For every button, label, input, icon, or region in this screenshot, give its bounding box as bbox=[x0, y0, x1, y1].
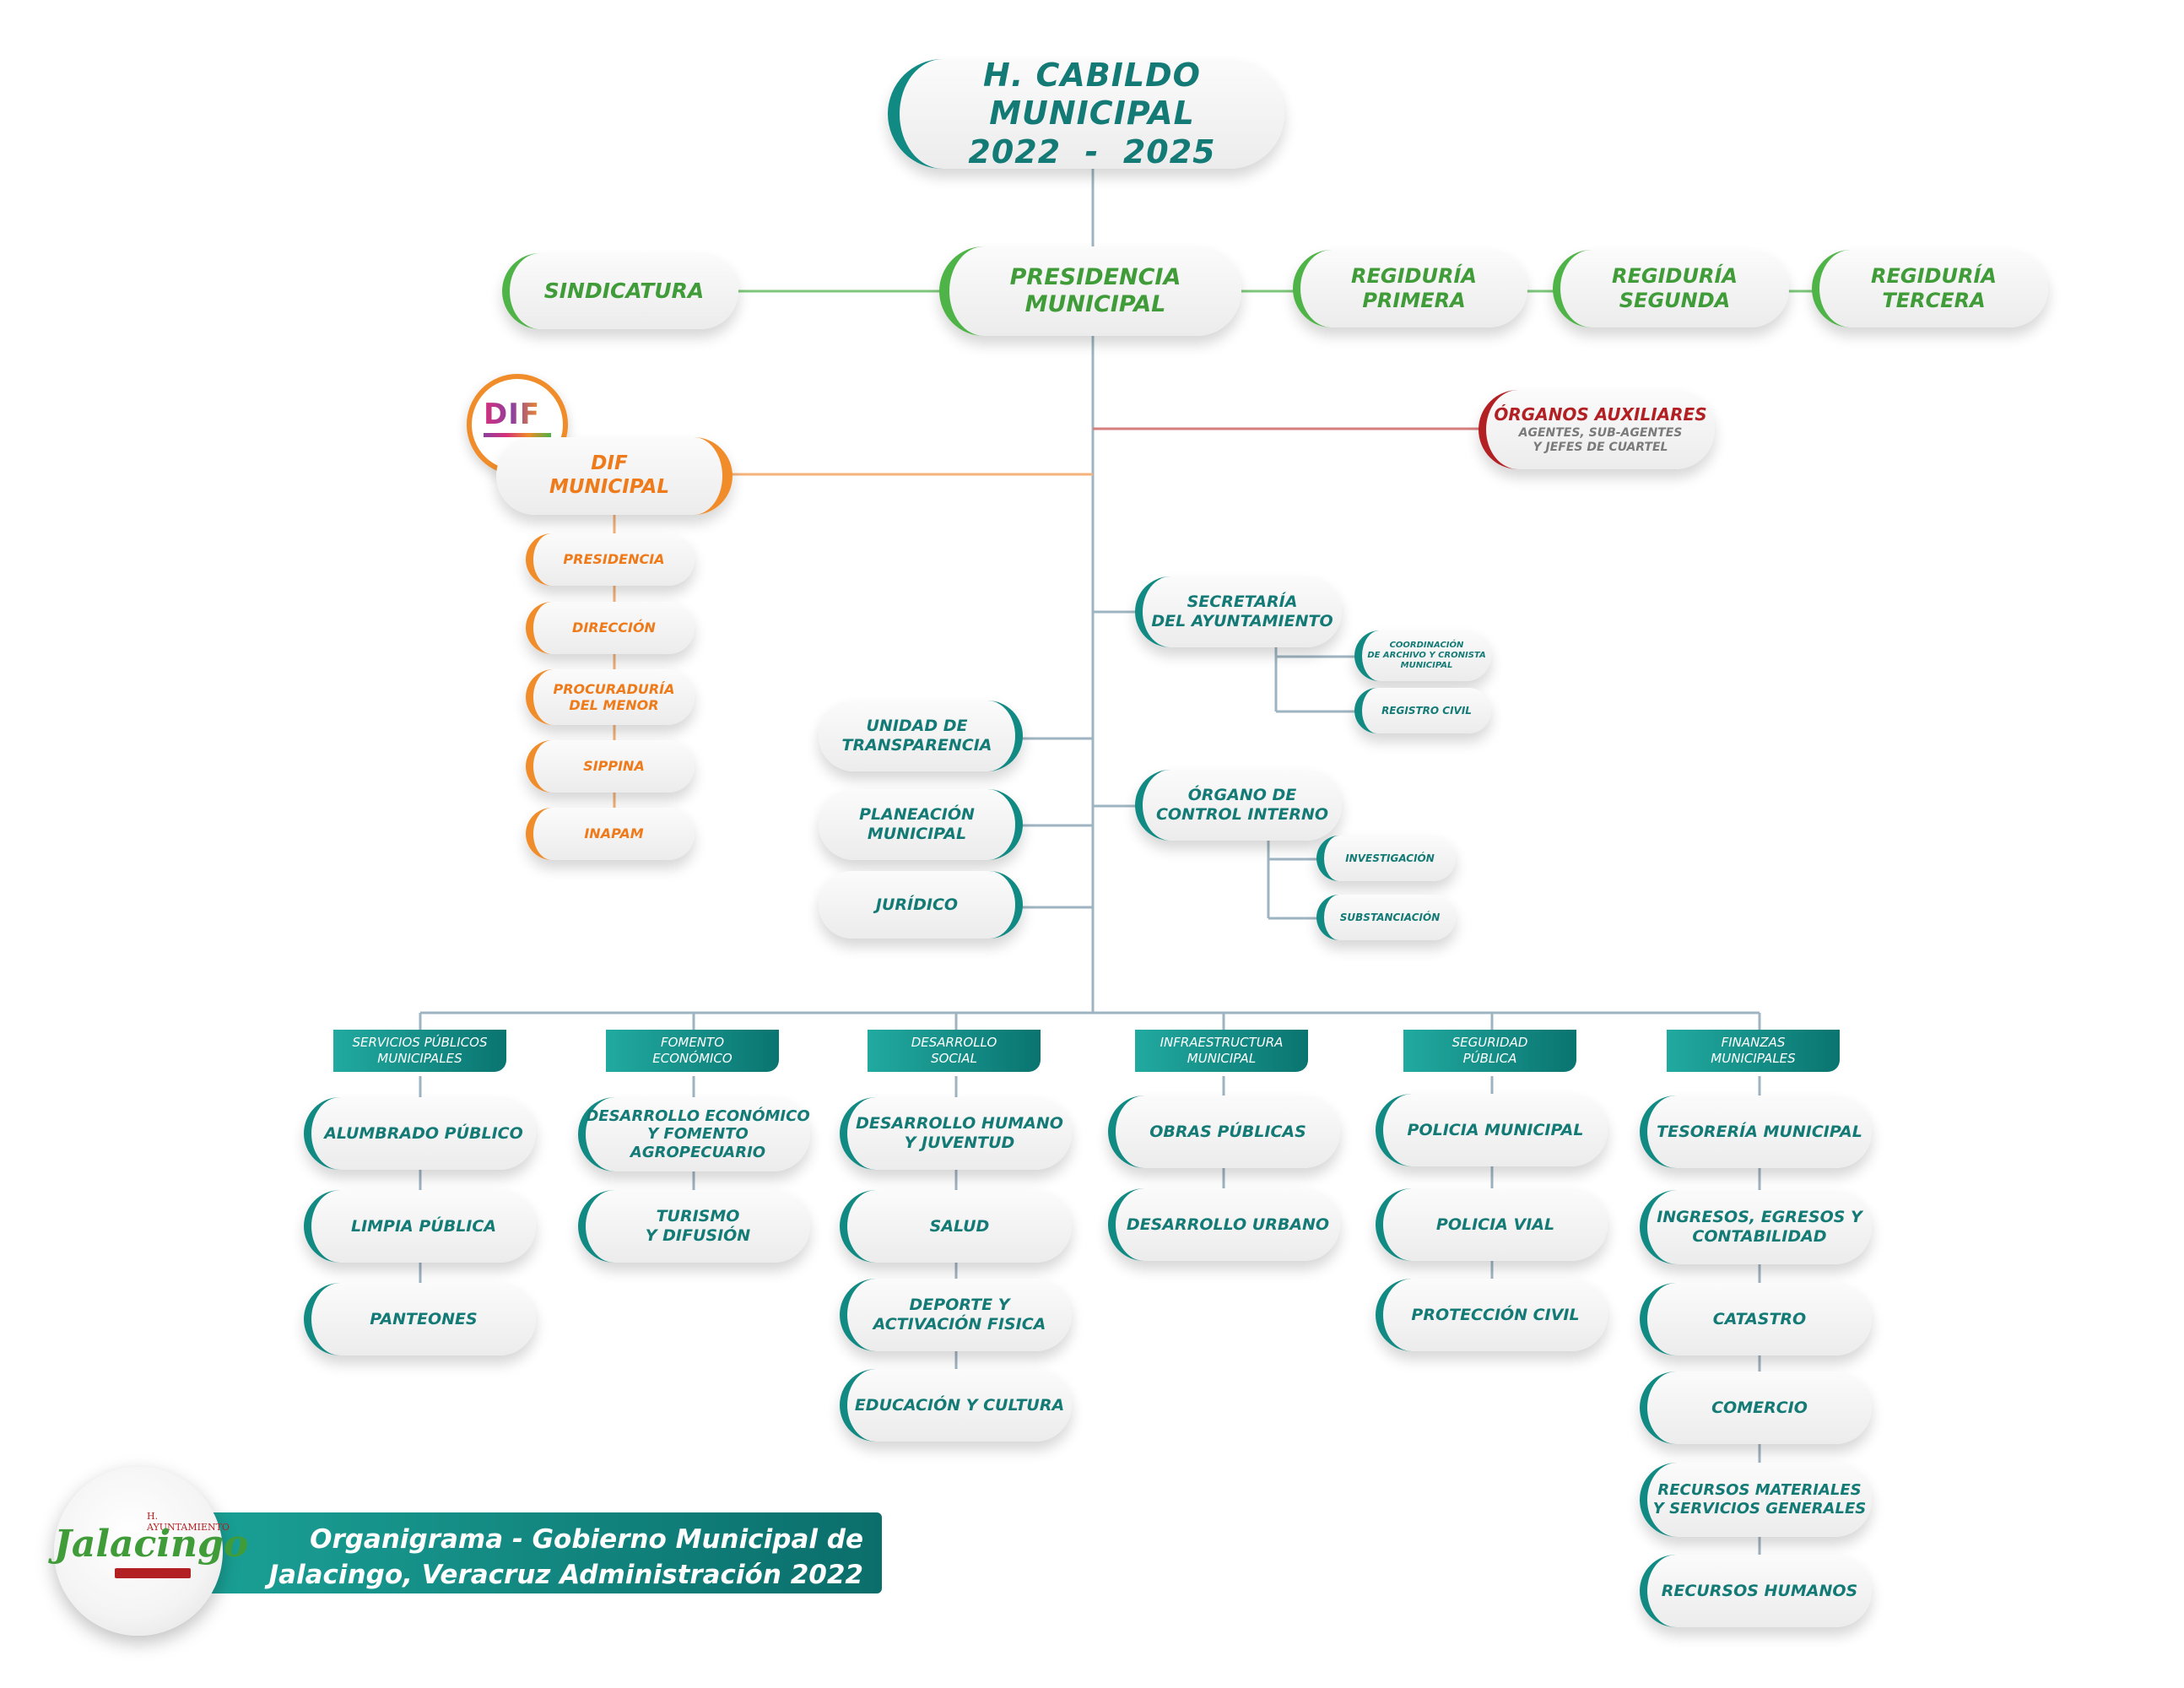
desarrollo-humano-box: DESARROLLO HUMANO Y JUVENTUD bbox=[840, 1097, 1072, 1170]
cabildo-period: 2022 - 2025 bbox=[968, 133, 1216, 170]
salud-box: SALUD bbox=[840, 1190, 1072, 1263]
desarrollo-urbano-box: DESARROLLO URBANO bbox=[1108, 1188, 1340, 1261]
catastro-box: CATASTRO bbox=[1640, 1283, 1872, 1355]
investigacion-box: INVESTIGACIÓN bbox=[1316, 836, 1456, 881]
deporte-activacion-box: DEPORTE Y ACTIVACIÓN FISICA bbox=[840, 1279, 1072, 1351]
jalacingo-logo: H. AYUNTAMIENTO Jalacingo bbox=[54, 1467, 249, 1636]
recursos-materiales-box: RECURSOS MATERIALES Y SERVICIOS GENERALE… bbox=[1640, 1463, 1872, 1537]
dif-item-inapam: INAPAM bbox=[526, 808, 695, 860]
substanciacion-box: SUBSTANCIACIÓN bbox=[1316, 895, 1456, 940]
header-fomento-economico: FOMENTO ECONÓMICO bbox=[606, 1030, 779, 1072]
recursos-humanos-box: RECURSOS HUMANOS bbox=[1640, 1555, 1872, 1627]
limpia-publica-box: LIMPIA PÚBLICA bbox=[304, 1190, 536, 1263]
header-finanzas: FINANZAS MUNICIPALES bbox=[1667, 1030, 1840, 1072]
secretaria-box: SECRETARÍA DEL AYUNTAMIENTO bbox=[1135, 576, 1342, 647]
tesoreria-box: TESORERÍA MUNICIPAL bbox=[1640, 1096, 1872, 1168]
educacion-cultura-box: EDUCACIÓN Y CULTURA bbox=[840, 1369, 1072, 1442]
organos-auxiliares-title: ÓRGANOS AUXILIARES bbox=[1494, 404, 1707, 425]
control-interno-box: ÓRGANO DE CONTROL INTERNO bbox=[1135, 770, 1342, 841]
registro-civil-box: REGISTRO CIVIL bbox=[1354, 688, 1491, 733]
footer-caption: Organigrama - Gobierno Municipal de Jala… bbox=[207, 1512, 882, 1626]
dif-item-procuraduria: PROCURADURÍA DEL MENOR bbox=[526, 669, 695, 725]
obras-publicas-box: OBRAS PÚBLICAS bbox=[1108, 1096, 1340, 1168]
organos-auxiliares-box: ÓRGANOS AUXILIARES AGENTES, SUB-AGENTES … bbox=[1479, 390, 1715, 469]
desarrollo-economico-box: DESARROLLO ECONÓMICO Y FOMENTO AGROPECUA… bbox=[578, 1097, 810, 1171]
header-seguridad-publica: SEGURIDAD PÚBLICA bbox=[1403, 1030, 1576, 1072]
unidad-transparencia-box: UNIDAD DE TRANSPARENCIA bbox=[819, 701, 1023, 771]
presidencia-box: PRESIDENCIA MUNICIPAL bbox=[939, 246, 1241, 336]
dif-item-presidencia: PRESIDENCIA bbox=[526, 533, 695, 586]
dif-logo-text: DIF bbox=[484, 398, 541, 431]
dif-item-sippina: SIPPINA bbox=[526, 740, 695, 793]
logo-ribbon bbox=[115, 1568, 191, 1578]
alumbrado-publico-box: ALUMBRADO PÚBLICO bbox=[304, 1097, 536, 1170]
regiduria-primera-box: REGIDURÍA PRIMERA bbox=[1293, 250, 1527, 327]
header-desarrollo-social: DESARROLLO SOCIAL bbox=[868, 1030, 1041, 1072]
dif-logo-bar bbox=[484, 433, 551, 437]
panteones-box: PANTEONES bbox=[304, 1283, 536, 1355]
cabildo-title: H. CABILDO MUNICIPAL bbox=[983, 56, 1201, 133]
regiduria-tercera-box: REGIDURÍA TERCERA bbox=[1812, 250, 2048, 327]
logo-jalacingo-text: Jalacingo bbox=[54, 1523, 249, 1566]
planeacion-municipal-box: PLANEACIÓN MUNICIPAL bbox=[819, 789, 1023, 860]
header-infraestructura: INFRAESTRUCTURA MUNICIPAL bbox=[1135, 1030, 1308, 1072]
ingresos-egresos-box: INGRESOS, EGRESOS Y CONTABILIDAD bbox=[1640, 1190, 1872, 1264]
dif-municipal-box: DIF MUNICIPAL bbox=[496, 437, 733, 515]
policia-vial-box: POLICIA VIAL bbox=[1376, 1188, 1608, 1261]
organos-auxiliares-subtitle: AGENTES, SUB-AGENTES Y JEFES DE CUARTEL bbox=[1518, 426, 1683, 454]
regiduria-segunda-box: REGIDURÍA SEGUNDA bbox=[1553, 250, 1789, 327]
sindicatura-box: SINDICATURA bbox=[502, 253, 738, 329]
juridico-box: JURÍDICO bbox=[819, 871, 1023, 939]
proteccion-civil-box: PROTECCIÓN CIVIL bbox=[1376, 1279, 1608, 1351]
comercio-box: COMERCIO bbox=[1640, 1372, 1872, 1444]
logo-ayuntamiento-text: H. AYUNTAMIENTO bbox=[147, 1511, 230, 1533]
dif-item-direccion: DIRECCIÓN bbox=[526, 602, 695, 654]
header-servicios-publicos: SERVICIOS PÚBLICOS MUNICIPALES bbox=[333, 1030, 506, 1072]
turismo-difusion-box: TURISMO Y DIFUSIÓN bbox=[578, 1190, 810, 1263]
cabildo-title-box: H. CABILDO MUNICIPAL 2022 - 2025 bbox=[888, 56, 1284, 170]
policia-municipal-box: POLICIA MUNICIPAL bbox=[1376, 1094, 1608, 1166]
coordinacion-archivo-box: COORDINACIÓN DE ARCHIVO Y CRONISTA MUNIC… bbox=[1354, 630, 1491, 681]
